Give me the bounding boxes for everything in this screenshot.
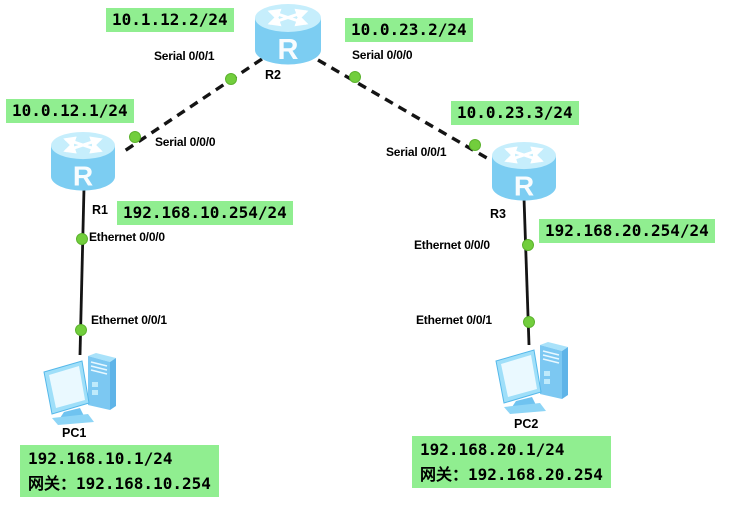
ip-label-r2-serial0: 10.0.23.2/24 (345, 18, 473, 42)
device-label-r2: R2 (265, 68, 281, 82)
link-r2-r3-serial[interactable] (317, 58, 493, 163)
pc1-info-box: 192.168.10.1/24 网关：192.168.10.254 (20, 445, 219, 497)
router-icon: R (255, 4, 321, 66)
router-icon: R (492, 141, 556, 201)
ip-label-r3-ethernet: 192.168.20.254/24 (539, 219, 715, 243)
port-dot-r1-eth1 (75, 324, 87, 336)
device-label-r3: R3 (490, 207, 506, 221)
pc2-gateway: 网关：192.168.20.254 (420, 465, 603, 484)
device-label-r1: R1 (92, 203, 108, 217)
ip-label-r3-serial1: 10.0.23.3/24 (451, 101, 579, 125)
device-pc1[interactable] (37, 348, 119, 431)
port-label-r2-serial1: Serial 0/0/1 (154, 49, 215, 63)
port-dot-r1-eth0 (76, 233, 88, 245)
pc-icon (495, 342, 568, 414)
pc2-ip: 192.168.20.1/24 (420, 440, 565, 459)
router-letter: R (278, 34, 299, 66)
device-pc2[interactable] (489, 337, 571, 420)
port-label-r2-serial0: Serial 0/0/0 (352, 48, 413, 62)
port-dot-r2-serial0 (349, 71, 361, 83)
pc2-info-box: 192.168.20.1/24 网关：192.168.20.254 (412, 436, 611, 488)
ip-label-r1-serial0: 10.0.12.1/24 (6, 99, 134, 123)
port-dot-r3-serial1 (469, 139, 481, 151)
router-letter: R (73, 160, 93, 191)
port-dot-r3-eth0 (522, 239, 534, 251)
port-dot-r3-eth1 (523, 316, 535, 328)
device-r1[interactable]: R (46, 130, 120, 199)
port-label-r1-serial0: Serial 0/0/0 (155, 135, 216, 149)
ip-label-r2-serial1: 10.1.12.2/24 (106, 8, 234, 32)
port-dot-r2-serial1 (225, 73, 237, 85)
port-label-r3-eth1: Ethernet 0/0/1 (416, 313, 492, 327)
ip-label-r1-ethernet: 192.168.10.254/24 (117, 201, 293, 225)
device-label-pc2: PC2 (514, 417, 539, 431)
port-label-r3-serial1: Serial 0/0/1 (386, 145, 447, 159)
router-letter: R (514, 170, 534, 201)
port-dot-r1-serial0 (129, 131, 141, 143)
pc-icon (43, 353, 116, 425)
port-label-r1-eth0: Ethernet 0/0/0 (89, 230, 165, 244)
port-label-r1-eth1: Ethernet 0/0/1 (91, 313, 167, 327)
router-icon: R (51, 131, 115, 191)
pc1-gateway: 网关：192.168.10.254 (28, 474, 211, 493)
pc1-ip: 192.168.10.1/24 (28, 449, 173, 468)
link-r2-r1-serial[interactable] (122, 57, 263, 154)
device-r2[interactable]: R (253, 2, 323, 73)
port-label-r3-eth0: Ethernet 0/0/0 (414, 238, 490, 252)
device-r3[interactable]: R (486, 140, 562, 209)
device-label-pc1: PC1 (62, 426, 87, 440)
